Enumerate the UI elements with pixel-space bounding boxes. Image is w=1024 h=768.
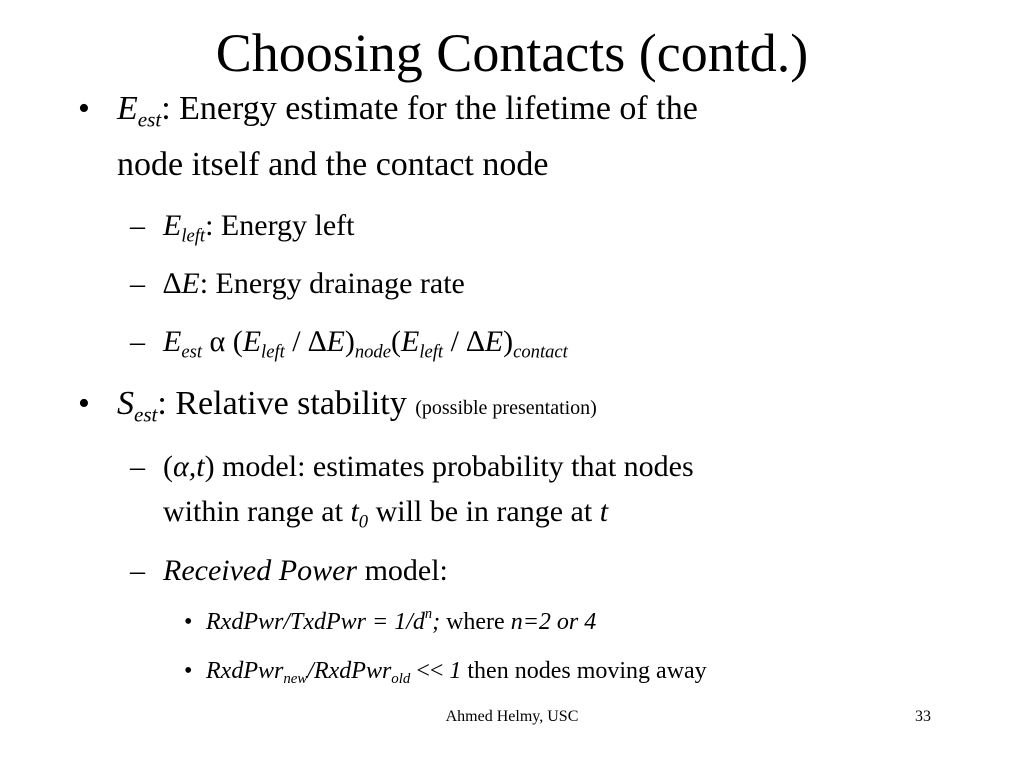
bullet-s-est: Sest: Relative stability (possible prese… bbox=[117, 385, 597, 427]
formula-close: ) bbox=[344, 325, 355, 358]
formula-e: E bbox=[163, 325, 182, 358]
formula-est-sub: est bbox=[181, 341, 202, 363]
sub-bullet-delta-e: ∆E: Energy drainage rate bbox=[163, 267, 465, 301]
delta-e-text: : Energy drainage rate bbox=[199, 267, 465, 300]
dash-icon: – bbox=[130, 267, 145, 300]
e-symbol: E bbox=[163, 209, 182, 242]
formula-slash2: / bbox=[443, 325, 467, 358]
formula-slash: / bbox=[284, 325, 309, 358]
t-symbol-2: t bbox=[599, 495, 609, 528]
sub-bullet-e-left: Eleft: Energy left bbox=[163, 209, 355, 245]
dash-icon: – bbox=[130, 325, 145, 358]
bullet-icon: • bbox=[78, 90, 90, 127]
one-value: 1 bbox=[449, 658, 462, 684]
sub-bullet-alpha-t-line2: within range at t0 will be in range at t bbox=[163, 495, 609, 531]
alpha-symbol: α bbox=[209, 325, 226, 358]
rxd-txd-formula: RxdPwr/TxdPwr = 1/d bbox=[206, 609, 425, 635]
footer-author: Ahmed Helmy, USC bbox=[445, 708, 579, 725]
formula-contact-sub: contact bbox=[513, 341, 568, 363]
dash-icon: – bbox=[130, 209, 145, 242]
n-values: n=2 or 4 bbox=[510, 609, 597, 635]
semicolon: ; bbox=[432, 609, 441, 635]
e-est-text-line1: : Energy estimate for the lifetime of th… bbox=[161, 90, 698, 127]
formula-open2: ( bbox=[390, 325, 401, 358]
received-power-text: model: bbox=[357, 554, 448, 587]
page-number: 33 bbox=[915, 708, 931, 725]
alpha-t-text-line2b: will be in range at bbox=[368, 495, 600, 528]
formula-e3: E bbox=[400, 325, 420, 358]
sub-sub-bullet-rxd-txd: RxdPwr/TxdPwr = 1/dn; where n=2 or 4 bbox=[206, 606, 597, 636]
bullet-e-est-line2: node itself and the contact node bbox=[117, 146, 549, 183]
alpha-t-text-line2a: within range at bbox=[163, 495, 351, 528]
sub-bullet-formula: Eest α (Eleft / ∆E)node(Eleft / ∆E)conta… bbox=[163, 325, 568, 361]
formula-open: ( bbox=[232, 325, 243, 358]
e-left-text: : Energy left bbox=[205, 209, 355, 242]
dash-icon: – bbox=[130, 450, 145, 483]
formula-delta-e2: ∆E bbox=[466, 325, 504, 358]
sub-bullet-received-power: Received Power model: bbox=[163, 554, 448, 588]
moving-away-text: then nodes moving away bbox=[461, 658, 707, 684]
old-subscript: old bbox=[391, 671, 411, 688]
delta-e-symbol: ∆E bbox=[163, 267, 200, 300]
received-power-italic: Received Power bbox=[163, 554, 358, 587]
where-text: where bbox=[440, 609, 511, 635]
formula-left-sub: left bbox=[261, 341, 285, 363]
s-symbol: S bbox=[117, 385, 134, 422]
small-bullet-icon: • bbox=[184, 609, 193, 635]
s-est-note: (possible presentation) bbox=[415, 397, 597, 419]
small-bullet-icon: • bbox=[184, 658, 193, 684]
s-est-text: : Relative stability bbox=[157, 385, 416, 422]
much-less-than: << bbox=[410, 658, 450, 684]
formula-delta-e: ∆E bbox=[308, 325, 345, 358]
alpha-t-symbol: α,t bbox=[173, 450, 205, 483]
slide-title: Choosing Contacts (contd.) bbox=[215, 23, 809, 83]
rxd-new: RxdPwr bbox=[206, 658, 284, 684]
alpha-t-open: ( bbox=[163, 450, 173, 483]
formula-close2: ) bbox=[503, 325, 514, 358]
formula-node-sub: node bbox=[354, 341, 391, 363]
s-est-subscript: est bbox=[134, 402, 158, 427]
formula-e2: E bbox=[242, 325, 262, 358]
new-subscript: new bbox=[283, 671, 308, 688]
bullet-e-est-line1: Eest: Energy estimate for the lifetime o… bbox=[117, 90, 698, 132]
t-symbol: t bbox=[350, 495, 359, 528]
sub-bullet-alpha-t-line1: (α,t) model: estimates probability that … bbox=[163, 450, 694, 484]
left-subscript: left bbox=[181, 225, 206, 247]
est-subscript: est bbox=[137, 107, 162, 132]
e-symbol: E bbox=[117, 90, 138, 127]
n-superscript: n bbox=[424, 606, 433, 623]
rxd-old: /RxdPwr bbox=[307, 658, 392, 684]
dash-icon: – bbox=[130, 554, 145, 587]
bullet-icon: • bbox=[78, 385, 90, 422]
sub-sub-bullet-rxd-ratio: RxdPwrnew/RxdPwrold << 1 then nodes movi… bbox=[206, 658, 707, 688]
alpha-t-text-line1: ) model: estimates probability that node… bbox=[204, 450, 694, 483]
formula-left-sub2: left bbox=[419, 341, 444, 363]
t-zero-subscript: 0 bbox=[358, 511, 369, 533]
